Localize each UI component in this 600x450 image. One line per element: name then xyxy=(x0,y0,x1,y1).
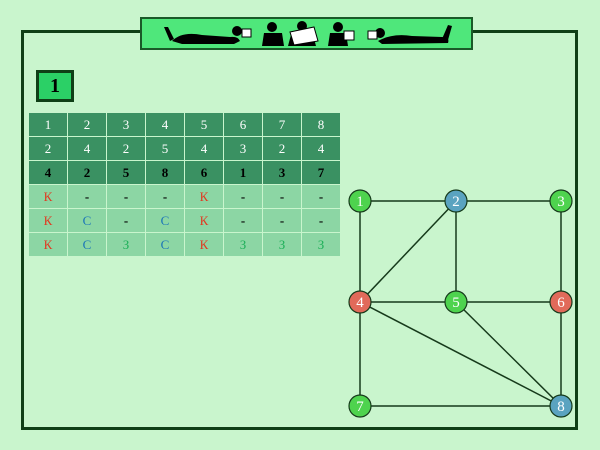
table-cell: 4 xyxy=(28,160,68,185)
table-cell: 7 xyxy=(301,160,341,185)
table-cell: 2 xyxy=(106,136,146,161)
graph-node-label: 8 xyxy=(557,399,565,415)
table-cell: З xyxy=(301,232,341,257)
graph-node-label: 7 xyxy=(356,399,364,415)
table-cell: К xyxy=(28,184,68,209)
graph-node-6: 6 xyxy=(549,290,573,314)
graph-edge-2-4 xyxy=(359,200,457,303)
table-cell: - xyxy=(301,184,341,209)
graph-node-label: 1 xyxy=(356,194,364,210)
graph-node-7: 7 xyxy=(348,394,372,418)
graph-node-circle xyxy=(549,394,573,418)
graph-node-circle xyxy=(348,290,372,314)
table-cell: - xyxy=(223,208,263,233)
slide-number-badge: 1 xyxy=(36,70,74,102)
table-cell: З xyxy=(262,232,302,257)
table-cell: 3 xyxy=(262,160,302,185)
graph-node-4: 4 xyxy=(348,290,372,314)
graph-node-circle xyxy=(348,394,372,418)
graph-node-circle xyxy=(444,290,468,314)
graph-node-circle xyxy=(549,189,573,213)
graph-node-circle xyxy=(444,189,468,213)
graph-edge-4-8 xyxy=(359,301,562,407)
table-cell: К xyxy=(28,232,68,257)
graph-node-5: 5 xyxy=(444,290,468,314)
table-cell: 2 xyxy=(28,136,68,161)
table-cell: 2 xyxy=(67,160,107,185)
table-cell: 3 xyxy=(106,112,146,137)
table-cell: - xyxy=(106,184,146,209)
table-row: К---К--- xyxy=(28,184,341,209)
table-cell: К xyxy=(184,184,224,209)
table-cell: С xyxy=(145,208,185,233)
table-cell: 6 xyxy=(184,160,224,185)
reading-children-silhouette-icon xyxy=(164,21,452,46)
table-cell: 7 xyxy=(262,112,302,137)
graph-node-1: 1 xyxy=(348,189,372,213)
graph-node-8: 8 xyxy=(549,394,573,418)
table-cell: 5 xyxy=(145,136,185,161)
table-cell: - xyxy=(301,208,341,233)
table-cell: 4 xyxy=(301,136,341,161)
table-cell: З xyxy=(223,232,263,257)
graph-node-label: 3 xyxy=(557,194,565,210)
table-cell: К xyxy=(28,208,68,233)
table-cell: - xyxy=(223,184,263,209)
table-cell: 4 xyxy=(145,112,185,137)
table-cell: - xyxy=(106,208,146,233)
table-cell: 1 xyxy=(28,112,68,137)
graph-edges xyxy=(359,200,562,407)
table-cell: К xyxy=(184,208,224,233)
slide-number-text: 1 xyxy=(50,74,60,97)
header-banner xyxy=(140,17,473,50)
table-cell: - xyxy=(67,184,107,209)
graph-node-label: 5 xyxy=(452,295,460,311)
table-cell: 6 xyxy=(223,112,263,137)
table-cell: К xyxy=(184,232,224,257)
graph-node-2: 2 xyxy=(444,189,468,213)
graph-edge-5-8 xyxy=(455,301,562,407)
table-cell: 5 xyxy=(184,112,224,137)
graph-node-circle xyxy=(549,290,573,314)
table-cell: 8 xyxy=(301,112,341,137)
graph-node-label: 6 xyxy=(557,295,565,311)
graph-node-3: 3 xyxy=(549,189,573,213)
table-cell: З xyxy=(106,232,146,257)
table-cell: 2 xyxy=(67,112,107,137)
graph-node-label: 2 xyxy=(452,194,460,210)
table-cell: 4 xyxy=(67,136,107,161)
table-cell: С xyxy=(67,232,107,257)
table-cell: 3 xyxy=(223,136,263,161)
table-cell: 4 xyxy=(184,136,224,161)
graph-node-label: 4 xyxy=(356,295,364,311)
table-cell: 1 xyxy=(223,160,263,185)
graph-nodes: 1 2 3 4 5 6 7 8 xyxy=(348,189,573,418)
graph-node-circle xyxy=(348,189,372,213)
table-cell: - xyxy=(262,208,302,233)
